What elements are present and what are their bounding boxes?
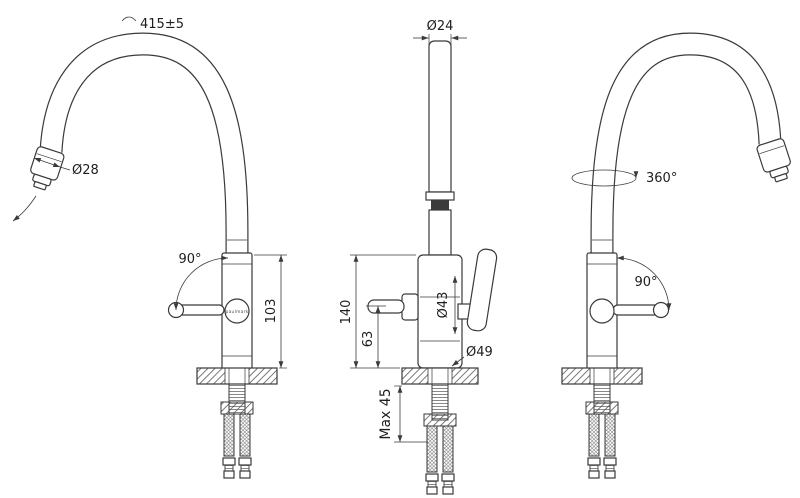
flange-hatch-left bbox=[401, 367, 429, 385]
riser-seal-band bbox=[431, 200, 449, 210]
hose-fitting bbox=[441, 473, 455, 495]
max-deck-thickness-dim: Max 45 bbox=[378, 388, 394, 439]
hose-fitting bbox=[222, 457, 236, 479]
undercounter-assembly bbox=[585, 383, 619, 479]
base-diameter-dim: Ø49 bbox=[466, 345, 493, 360]
height-total-dim: 140 bbox=[339, 300, 354, 325]
spout-riser bbox=[428, 40, 452, 193]
hose-fitting bbox=[603, 457, 617, 479]
handle-angle-arc bbox=[173, 255, 229, 311]
supply-hose bbox=[442, 425, 454, 473]
undercounter-assembly bbox=[220, 383, 254, 479]
supply-hose bbox=[426, 425, 438, 473]
swivel-angle-dim: 360° bbox=[646, 171, 677, 186]
supply-hose bbox=[239, 413, 251, 457]
cartridge-cap bbox=[589, 298, 615, 324]
filter-handle-lever bbox=[367, 299, 405, 314]
supply-hose bbox=[223, 413, 235, 457]
handle-angle-arc bbox=[616, 255, 672, 311]
aerator-tip bbox=[33, 181, 47, 191]
supply-hose bbox=[588, 413, 600, 457]
arc-length-symbol bbox=[121, 16, 137, 22]
supply-hose bbox=[604, 413, 616, 457]
mounting-flange bbox=[196, 367, 278, 385]
flange-hatch-right bbox=[451, 367, 479, 385]
cartridge-cap bbox=[224, 298, 250, 324]
flange-hatch-right bbox=[248, 367, 278, 385]
front-view: Ø24 140 63 Ø43 Ø49 Max 45 bbox=[339, 19, 498, 495]
handle-lever bbox=[612, 301, 670, 319]
undercounter-assembly bbox=[423, 383, 457, 495]
spout-diameter-dim: Ø24 bbox=[427, 19, 454, 34]
spray-head-seam bbox=[759, 145, 785, 155]
spray-head-dim-leader bbox=[59, 166, 71, 171]
swivel-rotation-arc-top bbox=[571, 169, 639, 179]
spray-head bbox=[756, 138, 791, 183]
hose-fitting bbox=[238, 457, 252, 479]
flange-hatch-left bbox=[196, 367, 226, 385]
body-height-dim: 103 bbox=[264, 299, 279, 324]
spray-head-dim-line bbox=[33, 157, 61, 168]
body-diameter-dim: Ø43 bbox=[436, 292, 451, 319]
riser-lower bbox=[428, 209, 452, 256]
base-diameter-leader bbox=[451, 356, 465, 367]
flange-hatch-left bbox=[561, 367, 591, 385]
spout-tube-fill bbox=[40, 33, 248, 262]
mixer-handle-lever bbox=[466, 248, 498, 332]
hose-fitting bbox=[425, 473, 439, 495]
side-view-left: paulmark 415±5 Ø28 90° bbox=[12, 16, 287, 479]
flange-hatch-right bbox=[613, 367, 643, 385]
handle-angle-dim: 90° bbox=[178, 252, 201, 267]
pullout-spray-head bbox=[30, 146, 65, 191]
riser-ring bbox=[425, 191, 455, 201]
mounting-flange bbox=[401, 367, 479, 385]
spout-tube-fill bbox=[591, 33, 781, 262]
swivel-rotation-arc-bottom bbox=[571, 177, 637, 187]
pulldown-direction-arrow bbox=[12, 195, 37, 222]
spout-reach-dim: 415±5 bbox=[140, 17, 184, 32]
mounting-nut bbox=[585, 401, 619, 415]
brand-logo: paulmark bbox=[226, 309, 249, 315]
mounting-flange bbox=[561, 367, 643, 385]
hose-fitting bbox=[587, 457, 601, 479]
mounting-nut bbox=[220, 401, 254, 415]
handle-lever bbox=[167, 301, 225, 319]
handle-angle-dim: 90° bbox=[634, 275, 657, 290]
aerator-tip bbox=[774, 173, 788, 183]
side-view-right: 360° 90° bbox=[561, 32, 791, 479]
filter-handle-height-dim: 63 bbox=[361, 331, 376, 348]
handle-knob bbox=[652, 301, 670, 319]
mounting-nut bbox=[423, 413, 457, 427]
spray-head-diameter-dim: Ø28 bbox=[72, 163, 99, 178]
